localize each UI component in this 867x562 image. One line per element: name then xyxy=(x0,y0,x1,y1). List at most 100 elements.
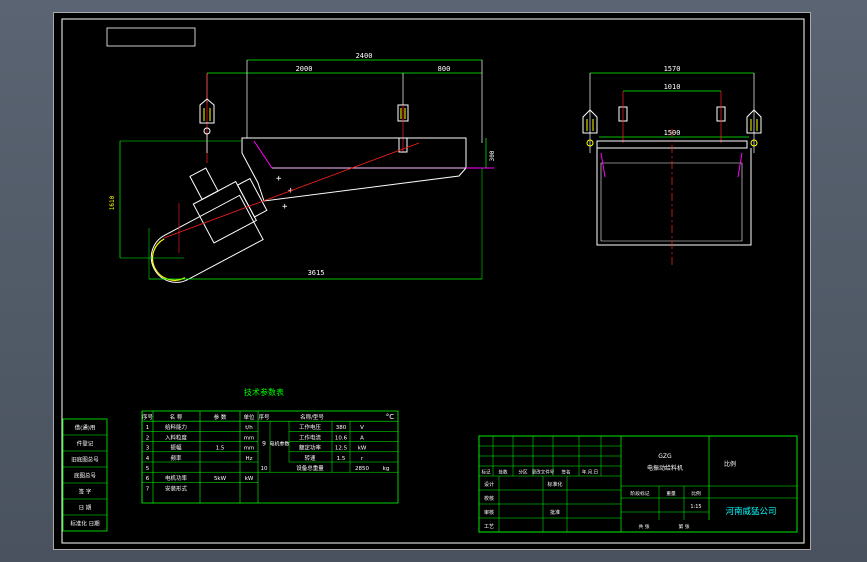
dim-300: 300 xyxy=(489,150,496,161)
strip-label: 签 字 xyxy=(79,488,92,496)
sign-label: 工艺 xyxy=(484,524,494,530)
row-no: 4 xyxy=(146,456,150,462)
sign-label: 审核 xyxy=(484,509,494,516)
exciter-assembly xyxy=(150,167,268,283)
row-name: 振幅 xyxy=(170,444,182,452)
drawing-sheet: 2400 2000 800 300 xyxy=(53,12,811,550)
trough-body xyxy=(241,137,467,202)
motor-unit: V xyxy=(360,425,364,431)
drawing-name: 电振动给料机 xyxy=(647,464,683,472)
row-no: 1 xyxy=(146,425,150,431)
motor-value: 380 xyxy=(336,425,347,431)
trough-liner xyxy=(253,140,494,169)
liner-edge xyxy=(600,152,606,178)
strip-label: 底图总号 xyxy=(74,472,97,480)
row-no: 3 xyxy=(146,446,150,452)
dim-1610: 1610 xyxy=(109,195,116,210)
strip-label: 日 期 xyxy=(79,505,92,512)
row-name: 电机功率 xyxy=(165,474,188,482)
change-header: 处数 xyxy=(499,469,508,476)
table-header: 单位 xyxy=(243,413,255,421)
side-view: 2400 2000 800 300 xyxy=(109,52,496,283)
tech-table-unit: °C xyxy=(386,413,395,421)
row-unit: mm xyxy=(244,435,255,441)
end-hanger-left xyxy=(582,109,598,134)
dim-1010: 1010 xyxy=(664,83,681,91)
strip-label: 标准化 日期 xyxy=(70,520,100,528)
cross-mark: + xyxy=(282,202,288,212)
weight-value: 2850 xyxy=(355,466,369,472)
group-no: 9 xyxy=(262,441,266,448)
cross-mark: + xyxy=(276,174,282,184)
table-header: 序号 xyxy=(258,413,270,421)
row-no: 5 xyxy=(146,466,150,472)
end-hanger-right xyxy=(746,109,762,134)
inner-border xyxy=(61,18,805,544)
change-header: 标记 xyxy=(482,469,491,476)
motor-name: 工作电流 xyxy=(299,433,322,441)
row-unit: Hz xyxy=(245,456,252,462)
scale-value: 1:15 xyxy=(690,504,701,510)
motor-block xyxy=(192,180,258,244)
motor-value: 1.5 xyxy=(337,456,346,462)
drawing-number: GZG xyxy=(658,453,672,460)
cad-drawing[interactable]: 2400 2000 800 300 xyxy=(54,13,812,551)
row-name: 安装形式 xyxy=(165,484,188,492)
strip-label: 件登记 xyxy=(77,440,94,448)
weight-label: 重量 xyxy=(666,490,676,497)
exciter-housing xyxy=(150,194,264,283)
company-name: 河南威猛公司 xyxy=(725,506,776,517)
dim-1570: 1570 xyxy=(664,65,681,73)
motor-unit: r xyxy=(361,456,364,462)
dim-3615: 3615 xyxy=(308,269,325,277)
sign-label: 标准化 xyxy=(547,481,562,488)
weight-unit: kg xyxy=(383,466,390,472)
group-label: 电机参数 xyxy=(269,441,289,448)
sheets-count: 共 张 xyxy=(638,523,649,530)
end-view: 1570 1010 1500 xyxy=(582,65,762,265)
dim-2000: 2000 xyxy=(296,65,313,73)
change-header: 更改文件号 xyxy=(532,469,555,476)
exciter-centerline xyxy=(163,142,420,239)
title-frame xyxy=(478,435,798,533)
motor-unit: A xyxy=(360,435,364,441)
strip-label: 借(通)用 xyxy=(75,424,96,432)
change-header: 分区 xyxy=(519,469,528,476)
table-header: 名 称 xyxy=(170,413,183,421)
title-block: 标记处数分区更改文件号签名年.月.日设计校核审核工艺标准化批准GZG电振动给料机… xyxy=(478,435,798,533)
mount-plate xyxy=(189,167,219,201)
motor-name: 工作电压 xyxy=(299,423,322,431)
dim-2400: 2400 xyxy=(356,52,373,60)
row-unit: kW xyxy=(245,476,254,482)
row-name: 入料粒度 xyxy=(165,433,188,441)
strip-label: 旧底图总号 xyxy=(71,456,99,464)
exciter-rim xyxy=(151,238,186,281)
hanger-spring-right xyxy=(397,104,409,122)
trough-section xyxy=(596,148,752,246)
motor-end xyxy=(236,177,268,218)
hanger-eye xyxy=(750,139,758,147)
row-value: 1.5 xyxy=(216,446,225,452)
row-name: 给料能力 xyxy=(165,423,187,431)
motor-name: 额定功率 xyxy=(299,444,322,452)
motor-unit: kW xyxy=(358,446,367,452)
sign-label: 批准 xyxy=(550,509,560,516)
hanger-eye xyxy=(586,139,594,147)
row-value: 5kW xyxy=(214,476,227,482)
motor-name: 转速 xyxy=(304,454,316,462)
top-left-title-box xyxy=(106,27,196,47)
table-header: 序号 xyxy=(142,413,154,421)
sign-label: 设计 xyxy=(484,481,494,488)
row-unit: mm xyxy=(244,446,255,452)
row-name: 频率 xyxy=(170,454,182,462)
scale-label: 比例 xyxy=(691,490,701,497)
motor-value: 10.6 xyxy=(335,435,348,441)
dim-800: 800 xyxy=(438,65,451,73)
row-no: 7 xyxy=(146,486,150,492)
trough-inner xyxy=(600,162,743,242)
sign-label: 校核 xyxy=(484,495,494,502)
weight-no: 10 xyxy=(261,466,268,472)
row-unit: t/h xyxy=(245,425,253,431)
